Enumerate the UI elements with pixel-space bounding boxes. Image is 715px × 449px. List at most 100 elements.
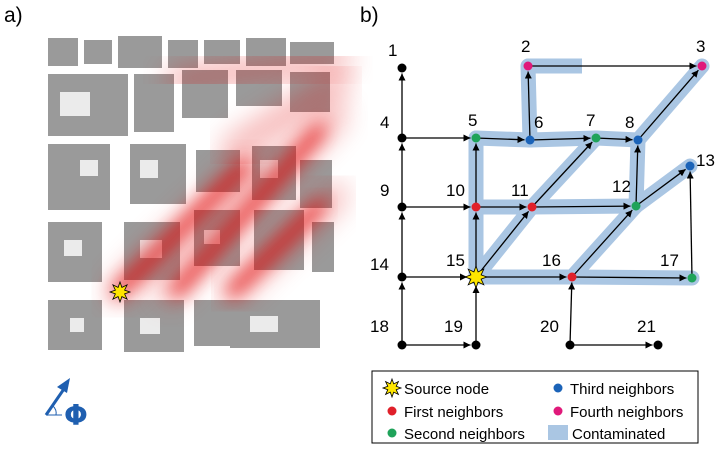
node-label-17: 17 <box>660 251 679 270</box>
building-block <box>204 40 240 64</box>
graph-nodes <box>397 61 707 350</box>
street-core <box>227 200 325 297</box>
edge-8-3 <box>637 69 699 141</box>
edge-15-11 <box>475 210 530 278</box>
node-19 <box>471 340 481 350</box>
panel-label-a: a) <box>4 4 23 27</box>
panel-label-b: b) <box>360 4 379 27</box>
node-label-19: 19 <box>444 317 463 336</box>
node-16 <box>567 272 577 282</box>
building-block <box>194 300 230 346</box>
building-courtyard <box>140 160 158 178</box>
node-4 <box>397 133 407 143</box>
node-17 <box>687 273 697 283</box>
edge-6-2 <box>524 71 532 141</box>
edge-16-17 <box>571 274 687 282</box>
node-label-18: 18 <box>370 317 389 336</box>
building-block <box>48 38 78 66</box>
graph-edges <box>398 62 699 349</box>
edge-17-13 <box>686 171 694 279</box>
building-courtyard <box>64 240 82 256</box>
edge-20-16 <box>568 282 576 346</box>
legend-fourth-label: Fourth neighbors <box>570 404 683 421</box>
building-block <box>312 222 334 272</box>
node-13 <box>685 161 695 171</box>
node-label-20: 20 <box>540 317 559 336</box>
legend-box <box>371 370 699 444</box>
node-label-15: 15 <box>446 251 465 270</box>
node-1 <box>397 63 407 73</box>
node-label-2: 2 <box>521 37 530 56</box>
node-15-source-star <box>463 264 489 290</box>
legend-source-label: Source node <box>404 381 489 398</box>
node-label-21: 21 <box>637 317 656 336</box>
phi-direction-indicator: Φ <box>44 378 88 432</box>
node-7 <box>591 133 601 143</box>
node-12 <box>631 201 641 211</box>
edge-11-7 <box>531 141 593 208</box>
map-source-star <box>108 280 132 304</box>
node-9 <box>397 202 407 212</box>
contamination-heat-streets <box>107 49 351 306</box>
node-18 <box>397 340 407 350</box>
node-10 <box>471 202 481 212</box>
node-8 <box>633 135 643 145</box>
node-label-11: 11 <box>511 181 529 200</box>
building-courtyard <box>70 318 84 332</box>
phi-angle-arc <box>52 405 57 416</box>
edge-12-8 <box>634 145 642 207</box>
node-label-4: 4 <box>380 113 389 132</box>
building-courtyard <box>60 92 90 116</box>
node-label-6: 6 <box>534 113 543 132</box>
building-courtyard <box>140 318 160 334</box>
legend-source-star-shape <box>381 377 403 399</box>
street-glow-halo <box>165 49 351 91</box>
legend-third-label: Third neighbors <box>570 381 674 398</box>
phi-arrow-shaft <box>44 385 68 416</box>
node-6 <box>525 135 535 145</box>
node-label-7: 7 <box>586 111 595 130</box>
node-label-3: 3 <box>696 37 705 56</box>
node-label-1: 1 <box>388 41 397 60</box>
street-glow-halo <box>221 69 351 161</box>
legend-fourth-dot <box>553 406 563 416</box>
map-source-marker <box>108 280 132 304</box>
node-label-12: 12 <box>612 177 631 196</box>
phi-arrow-head <box>57 378 70 393</box>
building-courtyard <box>80 160 98 176</box>
edge-16-12 <box>571 209 633 278</box>
building-block <box>48 144 110 210</box>
node-5 <box>471 133 481 143</box>
node-11 <box>527 202 537 212</box>
node-label-13: 13 <box>696 151 715 170</box>
street-core <box>113 160 250 297</box>
building-courtyard <box>250 316 278 332</box>
node-14 <box>397 272 407 282</box>
node-21 <box>653 340 663 350</box>
legend: Source node First neighbors Second neigh… <box>371 370 699 444</box>
building-block <box>168 40 198 68</box>
legend-contaminated-swatch <box>548 425 568 440</box>
legend-second-label: Second neighbors <box>404 426 525 443</box>
contaminated-paths <box>468 58 710 286</box>
building-block <box>118 36 162 68</box>
edge-7-8 <box>595 135 633 143</box>
node-2 <box>523 61 533 71</box>
node-label-16: 16 <box>542 251 561 270</box>
legend-third-dot <box>553 383 563 393</box>
node-20 <box>565 340 575 350</box>
node-label-9: 9 <box>380 181 389 200</box>
edge-6-7 <box>529 134 591 142</box>
edge-12-13 <box>635 168 686 207</box>
legend-contaminated-label: Contaminated <box>572 426 665 443</box>
city-map <box>48 36 351 352</box>
legend-source-star <box>381 377 403 399</box>
node-label-10: 10 <box>446 181 465 200</box>
legend-second-dot <box>387 428 397 438</box>
edge-5-6 <box>475 136 525 144</box>
node-3 <box>697 61 707 71</box>
node-label-14: 14 <box>370 255 389 274</box>
